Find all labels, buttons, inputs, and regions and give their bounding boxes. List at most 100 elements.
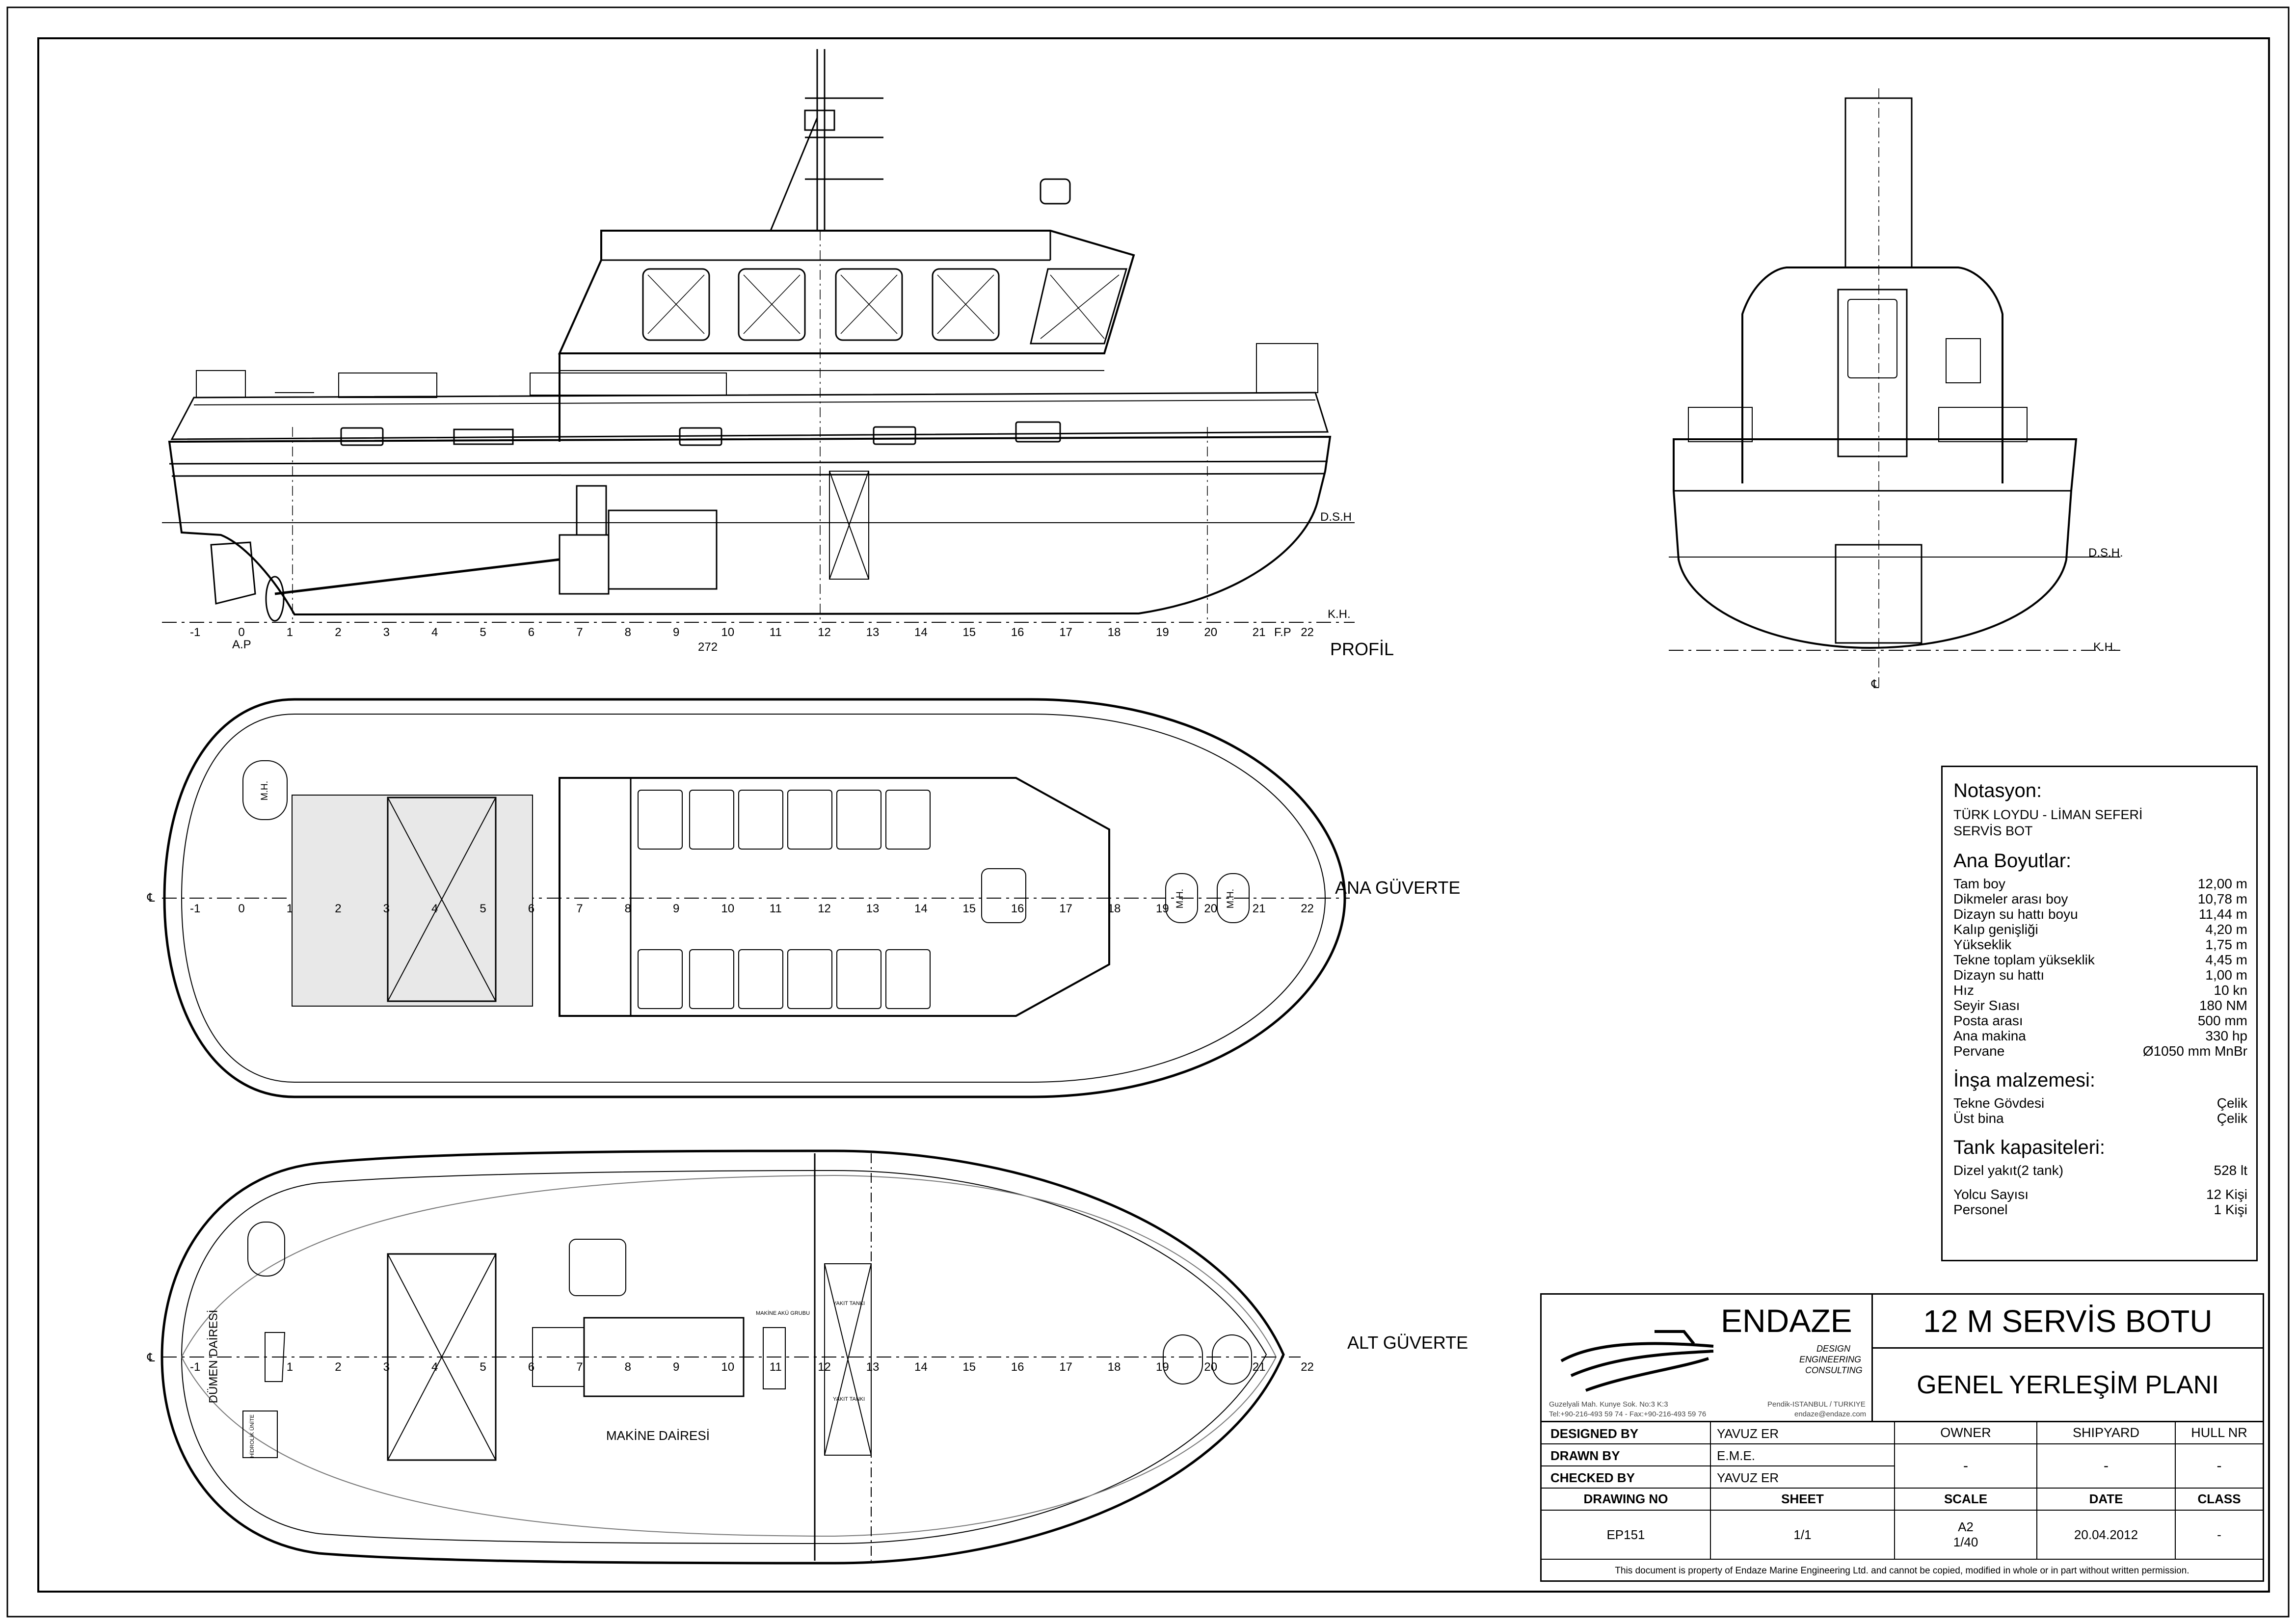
dimension-row-label: Tam boy bbox=[1953, 876, 2005, 891]
lower-deck-frame-number: 12 bbox=[818, 1360, 831, 1374]
profile-frame-number: 3 bbox=[383, 626, 390, 639]
dimension-row-label: Dikmeler arası boy bbox=[1953, 891, 2068, 906]
lower-deck-frame-number: 5 bbox=[480, 1360, 486, 1374]
dimension-row-value: 500 mm bbox=[2197, 1013, 2247, 1028]
lower-deck-frame-number: 20 bbox=[1204, 1360, 1218, 1374]
profile-frame-number: -1 bbox=[190, 626, 201, 639]
main-deck-frame-number: 7 bbox=[576, 902, 583, 915]
shipyard-value: - bbox=[2037, 1444, 2176, 1489]
dimension-row-label: Dizayn su hattı bbox=[1953, 967, 2045, 983]
drawing-no-label: DRAWING NO bbox=[1542, 1489, 1711, 1511]
lower-deck-plan bbox=[160, 1149, 1301, 1565]
steering-room-label: DÜMEN DAİRESİ bbox=[207, 1309, 220, 1404]
main-deck-frame-number: 12 bbox=[818, 902, 831, 915]
profile-view bbox=[162, 49, 1355, 623]
tank-in-profile bbox=[829, 471, 869, 580]
section-door bbox=[1837, 289, 1908, 457]
helm-seat bbox=[981, 868, 1026, 923]
manholes-lower bbox=[247, 1222, 1252, 1384]
lower-deck-frame-number: 7 bbox=[576, 1360, 583, 1374]
profile-title: PROFİL bbox=[1330, 639, 1394, 659]
engine-panel-label: MAKİNE AKÜ GRUBU bbox=[756, 1310, 810, 1316]
sheet-value: 1/1 bbox=[1711, 1511, 1895, 1560]
section-kh-label: K.H. bbox=[2093, 640, 2116, 654]
lower-deck-frame-number: 9 bbox=[673, 1360, 680, 1374]
lower-deck-frame-number: 16 bbox=[1011, 1360, 1024, 1374]
main-deck-frame-number: 22 bbox=[1301, 902, 1314, 915]
dimension-row-label: Dizayn su hattı boyu bbox=[1953, 906, 2078, 922]
engine-hatch bbox=[387, 1253, 497, 1461]
main-deck-frame-number: 6 bbox=[528, 902, 535, 915]
main-deck-frame-number: 20 bbox=[1204, 902, 1218, 915]
main-deck-frame-number: 3 bbox=[383, 902, 390, 915]
address-left-1: Guzelyali Mah. Kunye Sok. No:3 K:3 bbox=[1549, 1400, 1668, 1409]
profile-kh-label: K.H. bbox=[1328, 608, 1351, 621]
inner-border bbox=[37, 37, 2270, 1593]
class-label: CLASS bbox=[2176, 1489, 2263, 1511]
main-deck-frame-number: 14 bbox=[914, 902, 928, 915]
dimension-row-label: Seyir Sıası bbox=[1953, 998, 2020, 1013]
cabin-outline bbox=[559, 777, 1110, 1017]
title-block: ENDAZE DESIGN ENGINEERING CONSULTING Guz… bbox=[1540, 1293, 2264, 1582]
project-title: 12 M SERVİS BOTU bbox=[1873, 1295, 2263, 1349]
main-deck-frame-number: -1 bbox=[190, 902, 201, 915]
main-deck-frame-number: 18 bbox=[1107, 902, 1121, 915]
crew-row-label: Yolcu Sayısı bbox=[1953, 1187, 2029, 1202]
designed-by-value: YAVUZ ER bbox=[1711, 1422, 1895, 1444]
owner-value: - bbox=[1895, 1444, 2037, 1489]
drawing-title: GENEL YERLEŞİM PLANI bbox=[1873, 1349, 2263, 1422]
material-row-value: Çelik bbox=[2216, 1111, 2247, 1126]
profile-frame-number: 4 bbox=[431, 626, 438, 639]
address-right-1: Pendik-ISTANBUL / TURKIYE bbox=[1767, 1400, 1866, 1409]
lower-deck-title: ALT GÜVERTE bbox=[1347, 1332, 1468, 1353]
profile-frame-number: 14 bbox=[914, 626, 928, 639]
dimension-row-label: Hız bbox=[1953, 983, 1974, 998]
frame-lines bbox=[292, 231, 1208, 622]
checked-by-label: CHECKED BY bbox=[1542, 1466, 1711, 1489]
shipyard-label: SHIPYARD bbox=[2037, 1422, 2176, 1444]
company-sub-1: DESIGN bbox=[1816, 1344, 1851, 1354]
date-value: 20.04.2012 bbox=[2037, 1511, 2176, 1560]
main-deck-plan bbox=[162, 698, 1350, 1098]
tank-list: Dizel yakıt(2 tank)528 lt bbox=[1953, 1163, 2247, 1178]
profile-frame-number: 20 bbox=[1204, 626, 1218, 639]
class-value: - bbox=[2176, 1511, 2263, 1560]
dimension-row-value: 4,20 m bbox=[2205, 922, 2247, 937]
logo-area: ENDAZE DESIGN ENGINEERING CONSULTING Guz… bbox=[1542, 1295, 1873, 1422]
dimension-row-label: Ana makina bbox=[1953, 1028, 2026, 1043]
crew-row-value: 1 Kişi bbox=[2214, 1202, 2247, 1217]
profile-frame-number: 15 bbox=[962, 626, 976, 639]
sheer-line bbox=[169, 460, 1328, 465]
lower-deck-frame-number: 22 bbox=[1301, 1360, 1314, 1374]
fuel-tanks bbox=[824, 1263, 872, 1456]
dimension-row-value: 1,75 m bbox=[2205, 937, 2247, 952]
address-left-2: Tel:+90-216-493 59 74 - Fax:+90-216-493 … bbox=[1549, 1410, 1707, 1418]
lower-deck-frame-number: 4 bbox=[431, 1360, 438, 1374]
company-sub-3: CONSULTING bbox=[1805, 1365, 1863, 1375]
tank-row-label: Dizel yakıt(2 tank) bbox=[1953, 1163, 2064, 1178]
main-deck-frame-number: 8 bbox=[624, 902, 631, 915]
designed-by-label: DESIGNED BY bbox=[1542, 1422, 1711, 1444]
main-deck-frame-number: 0 bbox=[238, 902, 245, 915]
engine-room-label: MAKİNE DAİRESİ bbox=[606, 1428, 710, 1443]
notation-panel: Notasyon: TÜRK LOYDU - LİMAN SEFERİ SERV… bbox=[1941, 766, 2258, 1261]
main-deck-outline bbox=[163, 698, 1346, 1098]
profile-dimension: 272 bbox=[698, 640, 718, 654]
material-title: İnşa malzemesi: bbox=[1953, 1069, 2095, 1091]
dimension-row-value: 12,00 m bbox=[2197, 876, 2247, 891]
lower-deck-frame-number: 17 bbox=[1059, 1360, 1072, 1374]
lower-deck-frame-number: 2 bbox=[335, 1360, 342, 1374]
hull-ports bbox=[340, 421, 1061, 446]
main-deck-frame-number: 16 bbox=[1011, 902, 1024, 915]
